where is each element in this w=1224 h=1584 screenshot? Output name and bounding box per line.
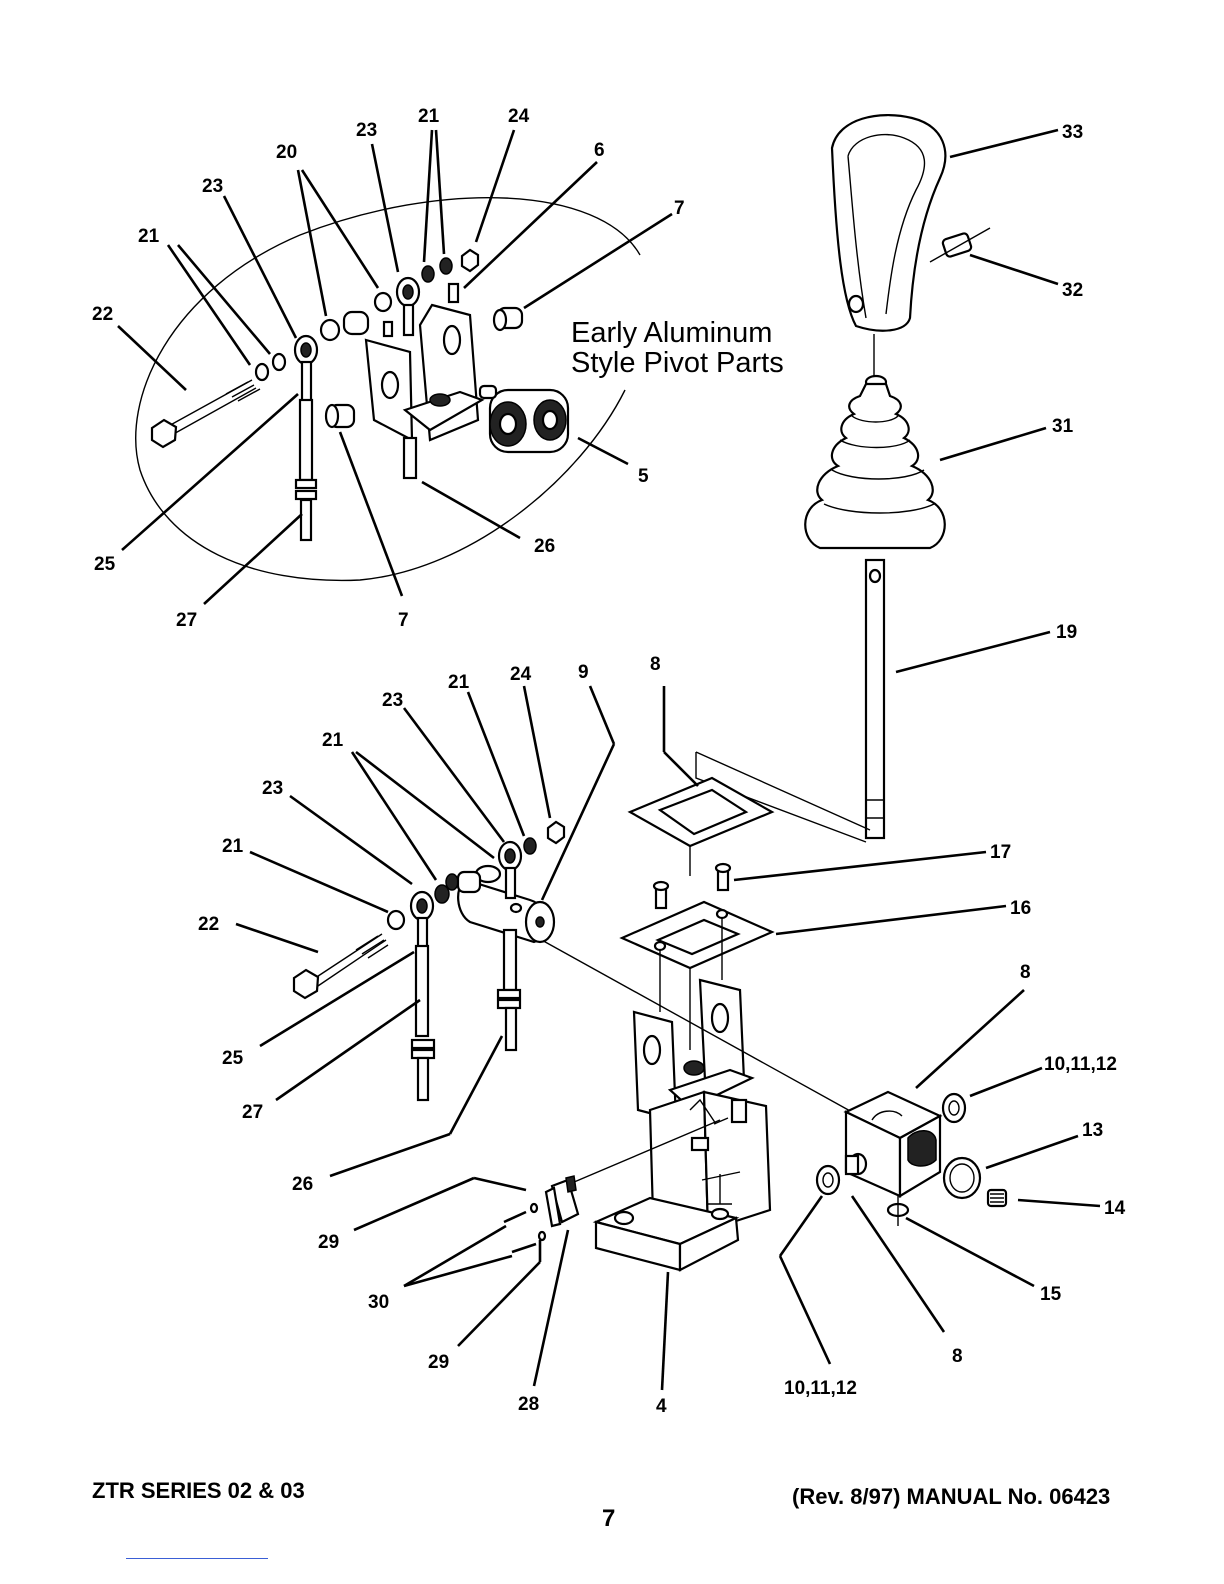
callout-7-bottom: 7 bbox=[398, 610, 409, 631]
rod-end-part-23-lower-right bbox=[498, 842, 521, 1050]
callout-13: 13 bbox=[1082, 1120, 1103, 1141]
callout-24-top: 24 bbox=[508, 106, 530, 127]
boot-part-31 bbox=[805, 376, 945, 548]
switch-part-28 bbox=[546, 1176, 578, 1226]
callout-23-lower-a: 23 bbox=[262, 778, 283, 799]
nut-part-24-top bbox=[462, 250, 478, 271]
callout-10-11-12-bottom: 10,11,12 bbox=[784, 1378, 857, 1399]
nut-part-20-top-a bbox=[321, 320, 339, 340]
callout-27-top: 27 bbox=[176, 610, 197, 631]
page-number: 7 bbox=[602, 1505, 615, 1533]
plate-part-16 bbox=[622, 902, 772, 968]
rod-end-part-23-lower-left bbox=[411, 892, 434, 1100]
washer-part-21-top-d bbox=[440, 258, 452, 274]
washer-part-21-lower-d bbox=[524, 838, 536, 854]
pivot-block-part-8 bbox=[846, 1092, 940, 1196]
callout-14: 14 bbox=[1104, 1198, 1126, 1219]
callout-24-lower: 24 bbox=[510, 664, 532, 685]
bracket-part-4 bbox=[596, 980, 770, 1270]
callout-7-top: 7 bbox=[674, 198, 685, 219]
callout-22-lower: 22 bbox=[198, 914, 219, 935]
callout-8-right: 8 bbox=[1020, 962, 1031, 983]
callout-9: 9 bbox=[578, 662, 589, 683]
shaft-part-19 bbox=[866, 560, 884, 838]
bushing-part-7-lower bbox=[326, 405, 354, 427]
callout-23-top-a: 23 bbox=[202, 176, 223, 197]
pin-part-32 bbox=[930, 228, 990, 262]
callout-8-bottom: 8 bbox=[952, 1346, 963, 1367]
inset-caption-line-1: Early Aluminum bbox=[571, 317, 772, 349]
callout-21-top-b: 21 bbox=[418, 106, 440, 127]
callout-25-lower: 25 bbox=[222, 1048, 244, 1069]
callout-19: 19 bbox=[1056, 622, 1077, 643]
washer-part-21-top-b bbox=[273, 354, 285, 370]
bolt-part-22-top bbox=[152, 380, 260, 447]
washer-part-10-11-12-bottom bbox=[817, 1166, 839, 1194]
screw-part-30-a bbox=[504, 1212, 526, 1222]
callout-20: 20 bbox=[276, 142, 297, 163]
gasket-part-8-top bbox=[630, 778, 772, 846]
callout-29-upper: 29 bbox=[318, 1232, 339, 1253]
callout-23-top-b: 23 bbox=[356, 120, 377, 141]
callout-26-lower: 26 bbox=[292, 1174, 313, 1195]
callout-30: 30 bbox=[368, 1292, 389, 1313]
washer-part-21-lower bbox=[388, 911, 404, 929]
callout-4: 4 bbox=[656, 1396, 667, 1417]
callout-5: 5 bbox=[638, 466, 649, 487]
callout-21-lower-a: 21 bbox=[222, 836, 244, 857]
footer-series: ZTR SERIES 02 & 03 bbox=[92, 1478, 305, 1504]
callout-17: 17 bbox=[990, 842, 1011, 863]
nut-part-24-lower bbox=[548, 822, 564, 843]
screw-part-17-a bbox=[654, 882, 668, 908]
nut-part-29-a bbox=[531, 1204, 537, 1212]
callout-16: 16 bbox=[1010, 898, 1031, 919]
nut-part-21-lower-c bbox=[446, 874, 458, 890]
callout-32: 32 bbox=[1062, 280, 1083, 301]
pivot-block-part-5 bbox=[480, 386, 568, 452]
bolt-part-22-lower bbox=[294, 934, 388, 998]
callout-21-lower-b: 21 bbox=[322, 730, 344, 751]
callout-22-top: 22 bbox=[92, 304, 113, 325]
knob-part-33 bbox=[832, 115, 945, 331]
washer-part-21-top-c bbox=[422, 266, 434, 282]
callout-29-lower: 29 bbox=[428, 1352, 449, 1373]
callout-6: 6 bbox=[594, 140, 605, 161]
washer-part-10-11-12-right bbox=[943, 1094, 965, 1122]
bottom-link-underline bbox=[126, 1558, 268, 1559]
callout-21-lower-c: 21 bbox=[448, 672, 470, 693]
pin-part bbox=[384, 322, 392, 336]
callout-10-11-12-right: 10,11,12 bbox=[1044, 1054, 1117, 1075]
footer-manual-number: (Rev. 8/97) MANUAL No. 06423 bbox=[792, 1484, 1110, 1510]
callout-21-top-a: 21 bbox=[138, 226, 160, 247]
callout-28: 28 bbox=[518, 1394, 539, 1415]
callout-23-lower-b: 23 bbox=[382, 690, 403, 711]
callout-25-top: 25 bbox=[94, 554, 116, 575]
callout-15: 15 bbox=[1040, 1284, 1062, 1305]
screw-part-17-b bbox=[716, 864, 730, 890]
nut-part-29-b bbox=[539, 1232, 545, 1240]
set-screw-part-6 bbox=[449, 284, 458, 302]
washer-part-21-top bbox=[256, 364, 268, 380]
callout-27-lower: 27 bbox=[242, 1102, 263, 1123]
shift-handle-group bbox=[805, 115, 990, 838]
callout-26-top: 26 bbox=[534, 536, 555, 557]
stud-part bbox=[344, 312, 368, 334]
bushing-part-7-upper bbox=[494, 308, 522, 330]
rod-end-part-23-top-left bbox=[295, 336, 317, 540]
callout-8-top: 8 bbox=[650, 654, 661, 675]
screw-part-30-b bbox=[512, 1244, 536, 1252]
plug-part-14 bbox=[988, 1190, 1006, 1206]
callout-33: 33 bbox=[1062, 122, 1083, 143]
inset-caption-line-2: Style Pivot Parts bbox=[571, 347, 784, 379]
rod-end-part-23-top-right bbox=[397, 278, 419, 335]
nut-part-20-top-b bbox=[375, 293, 391, 311]
callout-31: 31 bbox=[1052, 416, 1074, 437]
